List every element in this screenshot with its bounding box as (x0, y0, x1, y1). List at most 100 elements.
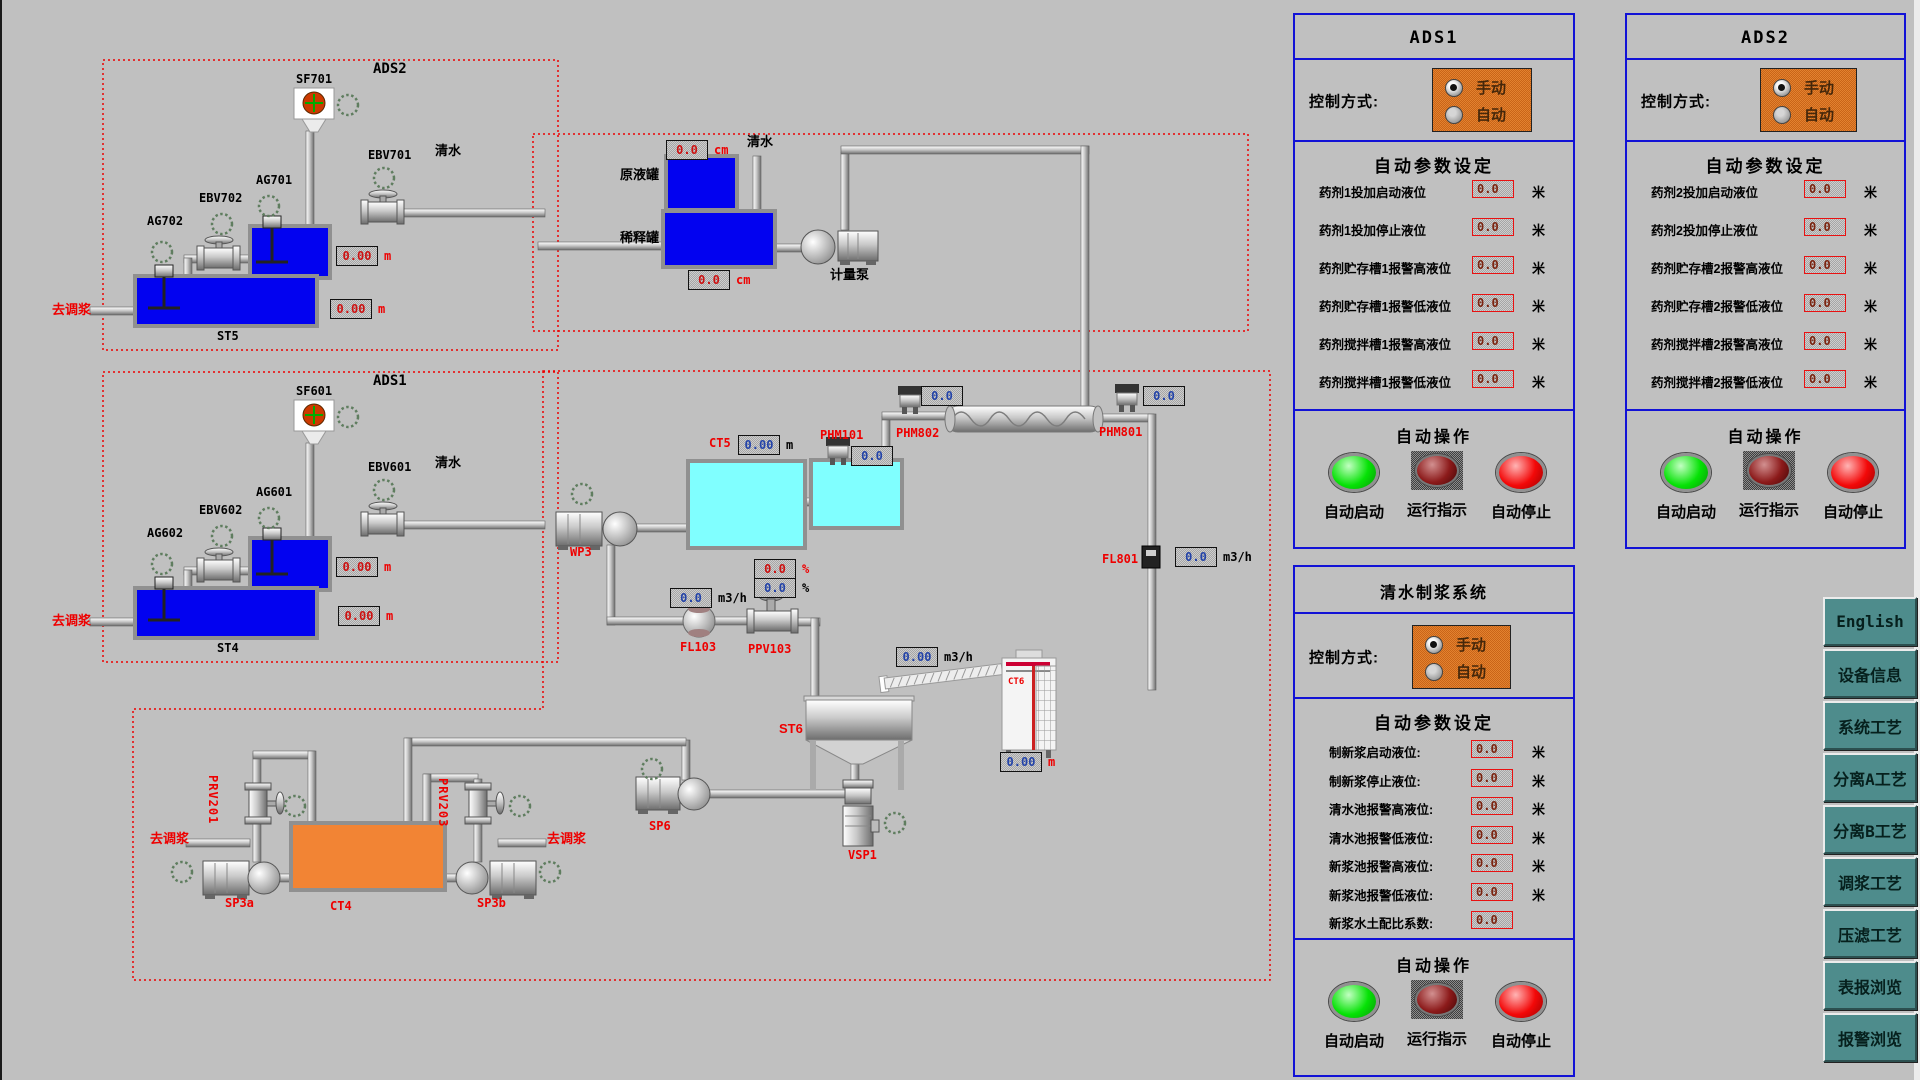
nav-button-6[interactable]: 调浆工艺 (1823, 857, 1917, 906)
diagram-label-PHM801: PHM801 (1099, 425, 1143, 439)
tanks (133, 154, 904, 892)
valve-ebv702-icon[interactable] (196, 235, 241, 271)
nav-button-5[interactable]: 分离B工艺 (1823, 805, 1917, 854)
param-unit: 米 (1532, 223, 1546, 238)
param-value-field[interactable]: 0.0 (1472, 294, 1514, 312)
sensor-phm101-icon[interactable] (826, 437, 850, 465)
sensor-phm802-icon[interactable] (898, 386, 922, 414)
param-label: 新浆水土配比系数: (1329, 917, 1434, 931)
param-unit: 米 (1532, 887, 1546, 903)
auto-label: 自动 (1804, 107, 1835, 124)
param-label: 药剂搅拌槽2报警低液位 (1651, 376, 1783, 390)
param-label: 药剂贮存槽2报警高液位 (1651, 262, 1783, 276)
valve-prv203-icon[interactable] (464, 782, 505, 825)
auto-stop-lamp[interactable] (1496, 982, 1546, 1021)
manual-radio[interactable] (1773, 78, 1791, 97)
auto-stop-lamp[interactable] (1496, 453, 1546, 492)
nav-button-9[interactable]: 报警浏览 (1823, 1013, 1917, 1062)
value-display-unit: m (1048, 755, 1056, 769)
param-value-field[interactable]: 0.0 (1471, 797, 1513, 815)
pump-sp6-icon[interactable] (635, 776, 711, 814)
auto-start-lamp[interactable] (1661, 453, 1711, 492)
nav-button-2[interactable]: 设备信息 (1823, 649, 1917, 698)
valve-ebv601-icon[interactable] (360, 501, 405, 537)
param-value-field[interactable]: 0.0 (1804, 294, 1846, 312)
auto-stop-lamp[interactable] (1828, 453, 1878, 492)
metering-pump-icon[interactable] (800, 229, 879, 265)
auto-radio[interactable] (1445, 105, 1463, 124)
value-display-unit: m3/h (718, 591, 747, 605)
control-mode-selector[interactable]: 手动 自动 (1760, 68, 1857, 132)
param-unit: 米 (1864, 299, 1878, 314)
ads2-ops-section: 自动操作 自动启动 运行指示 自动停止 (1625, 409, 1906, 549)
auto-start-lamp[interactable] (1329, 453, 1379, 492)
control-mode-label: 控制方式: (1309, 93, 1379, 111)
value-display-box: 0.00 (336, 246, 378, 266)
storage-tank-st5 (133, 274, 319, 328)
param-value-field[interactable]: 0.0 (1471, 740, 1513, 758)
valve-ebv701-icon[interactable] (360, 189, 405, 225)
auto-radio[interactable] (1425, 662, 1443, 681)
pump-vsp1-icon[interactable] (842, 779, 880, 847)
pump-wp3-icon[interactable] (555, 511, 638, 550)
param-value-field[interactable]: 0.0 (1804, 218, 1846, 236)
diagram-label-SP3b: SP3b (477, 896, 506, 910)
nav-button-1[interactable]: English (1823, 597, 1917, 646)
param-value-field[interactable]: 0.0 (1472, 218, 1514, 236)
param-value-field[interactable]: 0.0 (1471, 854, 1513, 872)
ads1-mode-section: 控制方式: 手动 自动 (1293, 58, 1575, 144)
screw-feeder-sf701-icon[interactable] (293, 87, 335, 133)
diagram-label-PHM802: PHM802 (896, 426, 940, 440)
flow-meter-fl103-icon[interactable] (682, 604, 716, 638)
param-label: 药剂2投加启动液位 (1651, 186, 1758, 200)
param-label: 药剂贮存槽1报警低液位 (1319, 300, 1451, 314)
param-value-field[interactable]: 0.0 (1471, 911, 1513, 929)
auto-label: 自动 (1476, 107, 1507, 124)
manual-radio[interactable] (1425, 635, 1443, 654)
value-display-box: 0.0 (921, 386, 963, 406)
control-mode-selector[interactable]: 手动 自动 (1432, 68, 1532, 132)
param-value-field[interactable]: 0.0 (1472, 256, 1514, 274)
flow-meter-fl801-icon[interactable] (1141, 545, 1161, 569)
param-value-field[interactable]: 0.0 (1472, 332, 1514, 350)
nav-button-8[interactable]: 表报浏览 (1823, 961, 1917, 1010)
auto-radio[interactable] (1773, 105, 1791, 124)
param-label: 新浆池报警低液位: (1329, 888, 1434, 903)
diagram-label-CT5: CT5 (709, 436, 731, 450)
nav-button-7[interactable]: 压滤工艺 (1823, 909, 1917, 958)
nav-button-4[interactable]: 分离A工艺 (1823, 753, 1917, 802)
param-value-field[interactable]: 0.0 (1472, 370, 1514, 388)
sensor-phm801-icon[interactable] (1115, 384, 1139, 412)
status-indicator-circles[interactable] (150, 93, 907, 884)
valve-prv201-icon[interactable] (244, 782, 285, 825)
param-label: 清水池报警高液位: (1329, 803, 1434, 817)
diagram-label-清水: 清水 (435, 143, 462, 158)
auto-start-lamp[interactable] (1329, 982, 1379, 1021)
control-mode-label: 控制方式: (1641, 93, 1711, 111)
pump-sp3a-icon[interactable] (202, 860, 281, 899)
param-value-field[interactable]: 0.0 (1804, 332, 1846, 350)
param-value-field[interactable]: 0.0 (1471, 768, 1513, 787)
param-label: 药剂1投加启动液位 (1319, 186, 1426, 200)
control-mode-selector[interactable]: 手动 自动 (1412, 625, 1511, 689)
param-value-field[interactable]: 0.0 (1471, 882, 1513, 901)
param-value-field[interactable]: 0.0 (1804, 256, 1846, 274)
screw-feeder-sf601-icon[interactable] (293, 399, 335, 445)
param-value-field[interactable]: 0.0 (1471, 825, 1513, 844)
valve-ebv602-icon[interactable] (196, 547, 241, 583)
pump-sp3b-icon[interactable] (455, 860, 537, 899)
param-value-field[interactable]: 0.0 (1472, 180, 1514, 198)
nav-button-3[interactable]: 系统工艺 (1823, 701, 1917, 750)
diagram-label-EBV601: EBV601 (368, 460, 412, 474)
manual-radio[interactable] (1445, 78, 1463, 97)
param-unit: 米 (1532, 299, 1546, 314)
ads1-panel-title: ADS1 (1293, 13, 1575, 62)
param-value-field[interactable]: 0.0 (1804, 370, 1846, 388)
param-value-field[interactable]: 0.0 (1804, 180, 1846, 198)
